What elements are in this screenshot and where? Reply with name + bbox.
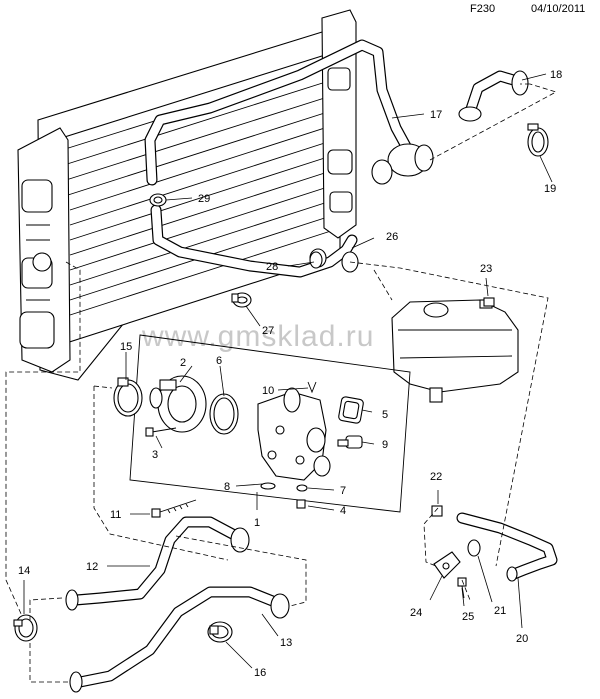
clamp-29 — [149, 193, 167, 207]
leader-lines — [23, 73, 553, 669]
callout-16: 16 — [254, 667, 266, 679]
callout-9: 9 — [382, 439, 388, 451]
sensor-9 — [337, 435, 363, 449]
callout-29: 29 — [198, 193, 210, 205]
callout-8: 8 — [224, 481, 230, 493]
callout-15: 15 — [120, 341, 132, 353]
hose-17 — [144, 39, 434, 186]
callout-17: 17 — [430, 109, 442, 121]
diagram-date: 04/10/2011 — [531, 3, 586, 15]
callout-25: 25 — [462, 611, 474, 623]
callout-4: 4 — [340, 505, 346, 517]
bolt-4 — [296, 499, 306, 509]
callout-10: 10 — [262, 385, 274, 397]
bolt-11 — [151, 499, 197, 518]
callout-3: 3 — [152, 449, 158, 461]
bolt-22 — [431, 505, 443, 517]
callout-23: 23 — [480, 263, 492, 275]
callout-5: 5 — [382, 409, 388, 421]
clamp-16 — [207, 621, 233, 643]
o-ring-7 — [296, 484, 308, 492]
clamp-21 — [467, 539, 481, 557]
o-ring-8 — [260, 482, 276, 490]
clip-10 — [307, 381, 317, 394]
callout-11: 11 — [110, 509, 121, 521]
callout-21: 21 — [494, 605, 506, 617]
clamp-15 — [113, 377, 143, 417]
thermostat-2 — [149, 375, 207, 433]
clamp-19 — [527, 123, 549, 157]
clip-23 — [483, 297, 495, 307]
callout-labels: 1 2 3 4 5 6 7 8 9 10 11 12 13 14 15 16 1… — [18, 69, 562, 679]
callout-7: 7 — [340, 485, 346, 497]
coolant-reservoir — [391, 299, 519, 403]
hose-12 — [65, 516, 250, 611]
callout-1: 1 — [254, 517, 260, 529]
clamp-14 — [13, 614, 38, 642]
hose-13 — [69, 586, 290, 693]
watermark: www.gmsklad.ru — [141, 320, 374, 353]
callout-13: 13 — [280, 637, 292, 649]
diagram-code: F230 — [470, 3, 496, 15]
bracket-24 — [433, 551, 461, 579]
pipe-20 — [456, 512, 558, 582]
callout-27: 27 — [262, 325, 274, 337]
hose-18 — [458, 70, 529, 122]
radiator — [17, 9, 357, 381]
thermostat-housing — [257, 387, 331, 481]
callout-14: 14 — [18, 565, 30, 577]
callout-26: 26 — [386, 231, 398, 243]
callout-2: 2 — [180, 357, 186, 369]
callout-28: 28 — [266, 261, 278, 273]
callout-22: 22 — [430, 471, 442, 483]
callout-18: 18 — [550, 69, 562, 81]
connection-lines — [5, 83, 558, 683]
callout-12: 12 — [86, 561, 98, 573]
callout-20: 20 — [516, 633, 528, 645]
callout-19: 19 — [544, 183, 556, 195]
clip-28 — [309, 251, 323, 269]
assembly-frame — [129, 334, 411, 513]
callout-24: 24 — [410, 607, 422, 619]
callout-6: 6 — [216, 355, 222, 367]
bolt-3 — [145, 427, 177, 437]
clamp-27 — [231, 292, 252, 308]
